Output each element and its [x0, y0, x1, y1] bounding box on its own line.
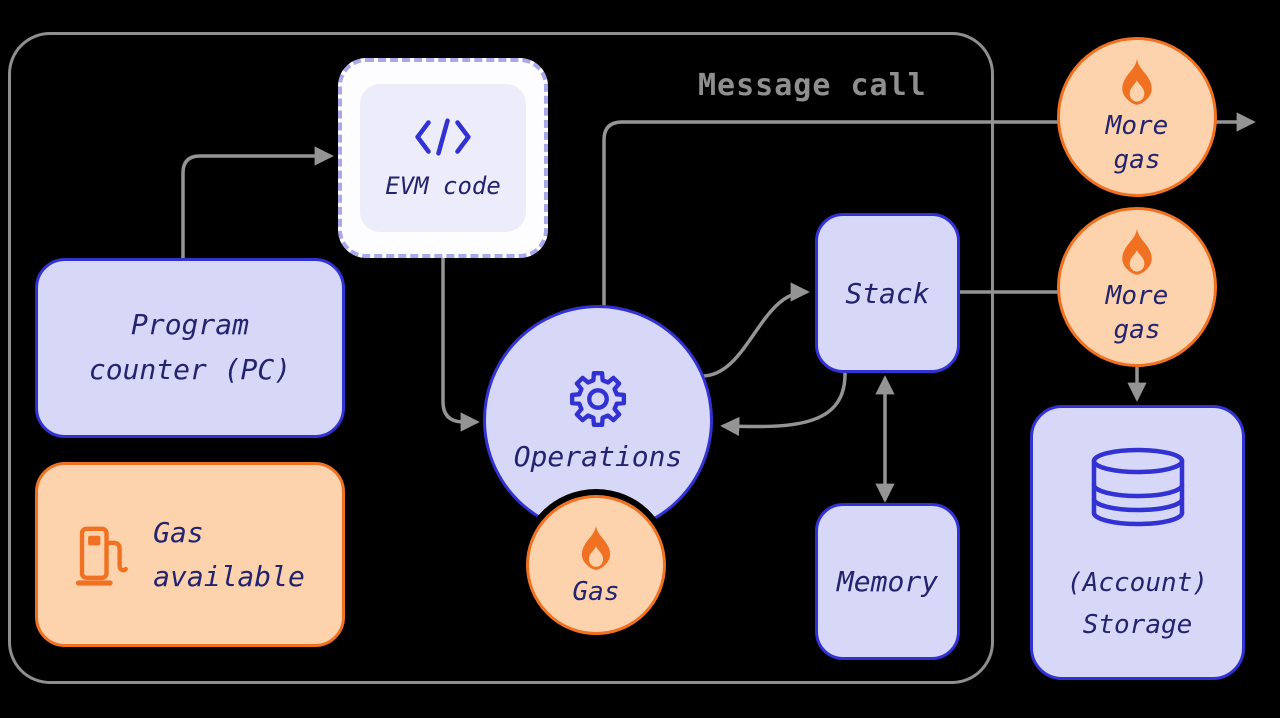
more-gas-top-label: More gas — [1105, 111, 1169, 175]
gas-available-node: Gas available — [35, 462, 345, 647]
more-gas-mid-label: More gas — [1105, 281, 1169, 345]
flame-icon — [581, 525, 611, 570]
gas-available-label: Gas available — [153, 516, 305, 593]
flame-icon — [1122, 58, 1152, 105]
program-counter-label: Program counter (PC) — [88, 308, 292, 386]
database-icon — [1091, 447, 1184, 527]
evm-code-label: EVM code — [385, 172, 501, 200]
evm-code-node: EVM code — [338, 58, 548, 258]
gas-pump-icon — [76, 526, 129, 586]
memory-label: Memory — [836, 565, 939, 598]
account-storage-label: (Account) Storage — [1067, 567, 1208, 640]
evm-code-panel: EVM code — [360, 84, 526, 232]
flame-icon — [1122, 228, 1152, 275]
gas-label: Gas — [572, 577, 620, 607]
gas-node: Gas — [526, 495, 666, 635]
more-gas-mid-node: More gas — [1057, 207, 1217, 367]
account-storage-node: (Account) Storage — [1030, 405, 1245, 680]
gear-icon — [569, 370, 627, 427]
stack-node: Stack — [815, 213, 960, 373]
operations-label: Operations — [513, 439, 683, 473]
memory-node: Memory — [815, 503, 960, 660]
program-counter-node: Program counter (PC) — [35, 258, 345, 438]
more-gas-top-node: More gas — [1057, 37, 1217, 197]
code-icon — [415, 118, 471, 156]
stack-label: Stack — [845, 276, 930, 310]
message-call-label: Message call — [698, 68, 927, 103]
